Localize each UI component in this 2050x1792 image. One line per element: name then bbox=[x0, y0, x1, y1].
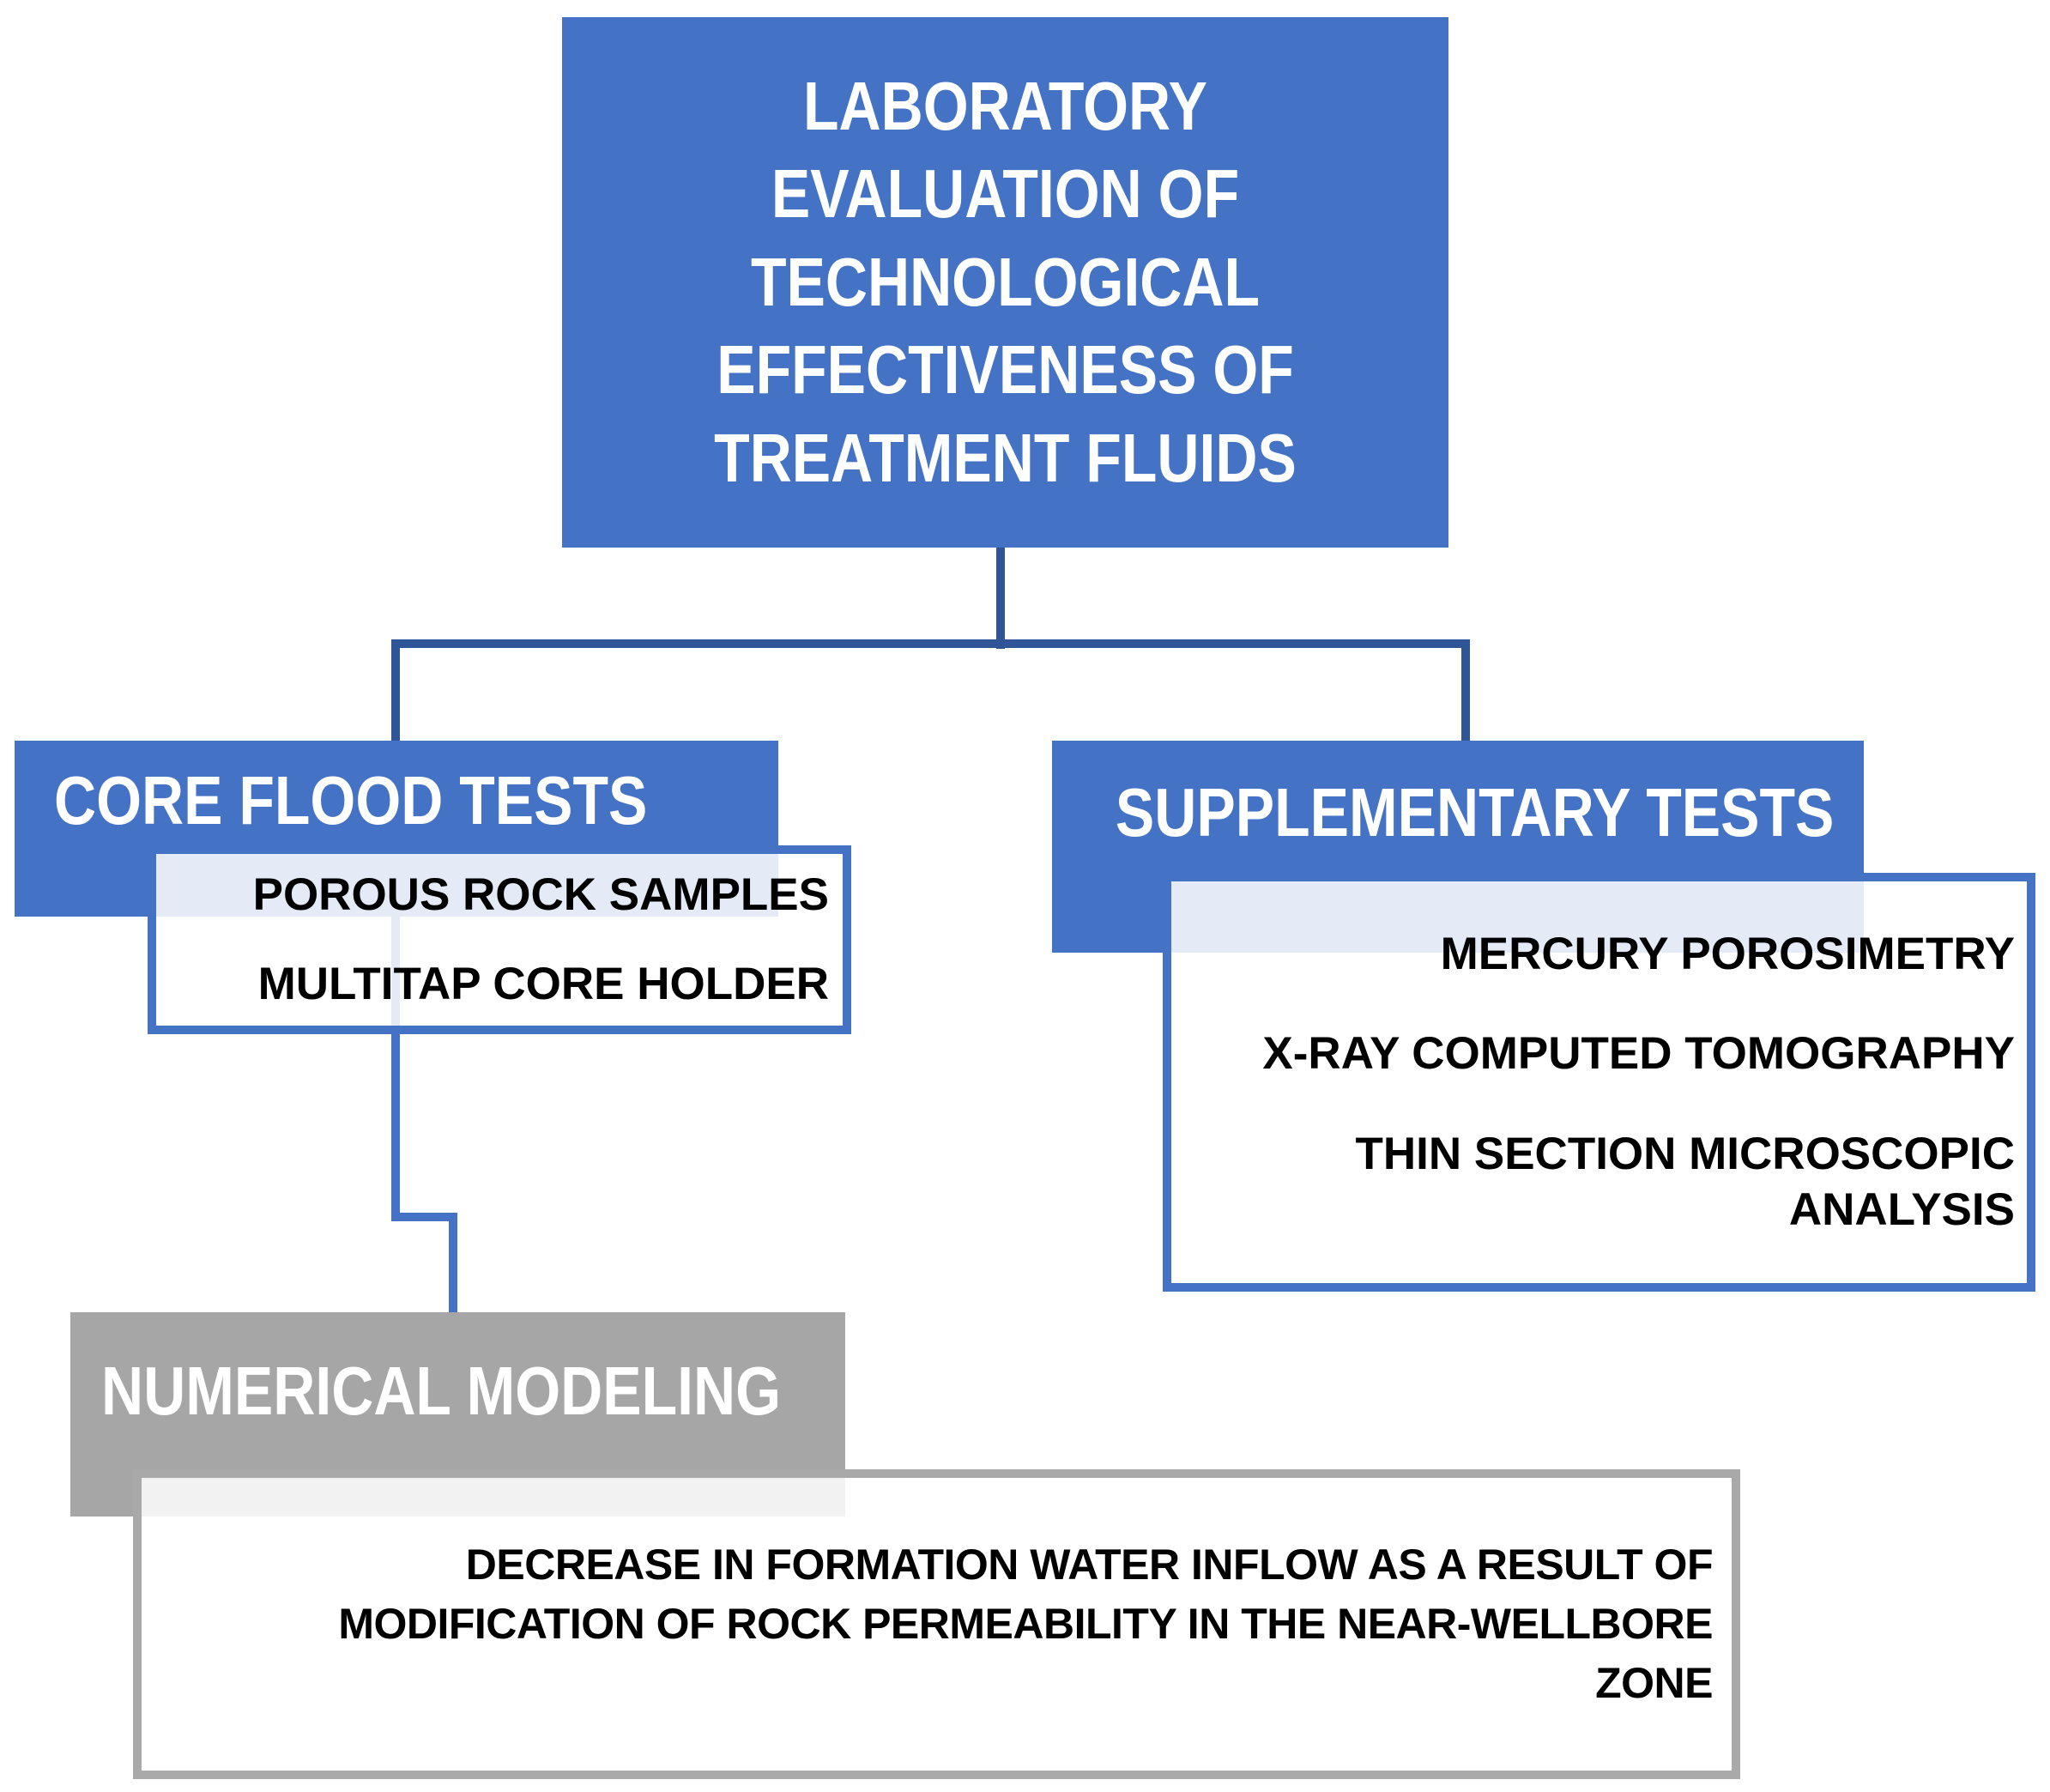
detail-item-porous-rock-samples: POROUS ROCK SAMPLES bbox=[252, 869, 829, 921]
root-box-laboratory-evaluation: LABORATORY EVALUATION OF TECHNOLOGICAL E… bbox=[562, 17, 1448, 548]
supplementary-detail-box: MERCURY POROSIMETRY X-RAY COMPUTED TOMOG… bbox=[1163, 873, 2035, 1292]
numerical-modeling-label: NUMERICAL MODELING bbox=[101, 1353, 782, 1429]
detail-item-mercury-porosimetry: MERCURY POROSIMETRY bbox=[1440, 928, 2015, 979]
connector-horizontal-bar bbox=[391, 639, 1470, 648]
supplementary-tests-label: SUPPLEMENTARY TESTS bbox=[1115, 774, 1835, 851]
core-flood-tests-label: CORE FLOOD TESTS bbox=[54, 762, 648, 838]
connector-core-to-modeling-vertical-1 bbox=[391, 905, 400, 1221]
connector-drop-supplementary bbox=[1461, 644, 1470, 747]
connector-core-to-modeling-jog bbox=[391, 1213, 457, 1221]
core-flood-detail-box: POROUS ROCK SAMPLES MULTITAP CORE HOLDER bbox=[148, 845, 851, 1034]
connector-root-stem bbox=[996, 541, 1005, 649]
detail-item-thin-section-microscopic-analysis: THIN SECTION MICROSCOPIC ANALYSIS bbox=[1355, 1129, 2015, 1235]
root-box-title: LABORATORY EVALUATION OF TECHNOLOGICAL E… bbox=[714, 68, 1297, 496]
detail-item-multitap-core-holder: MULTITAP CORE HOLDER bbox=[257, 959, 829, 1009]
connector-drop-core-flood bbox=[391, 644, 400, 747]
outcome-text: DECREASE IN FORMATION WATER INFLOW AS A … bbox=[338, 1541, 1713, 1707]
connector-core-to-modeling-vertical-2 bbox=[449, 1213, 457, 1317]
outcome-box: DECREASE IN FORMATION WATER INFLOW AS A … bbox=[133, 1469, 1740, 1779]
detail-item-xray-computed-tomography: X-RAY COMPUTED TOMOGRAPHY bbox=[1262, 1028, 2015, 1080]
